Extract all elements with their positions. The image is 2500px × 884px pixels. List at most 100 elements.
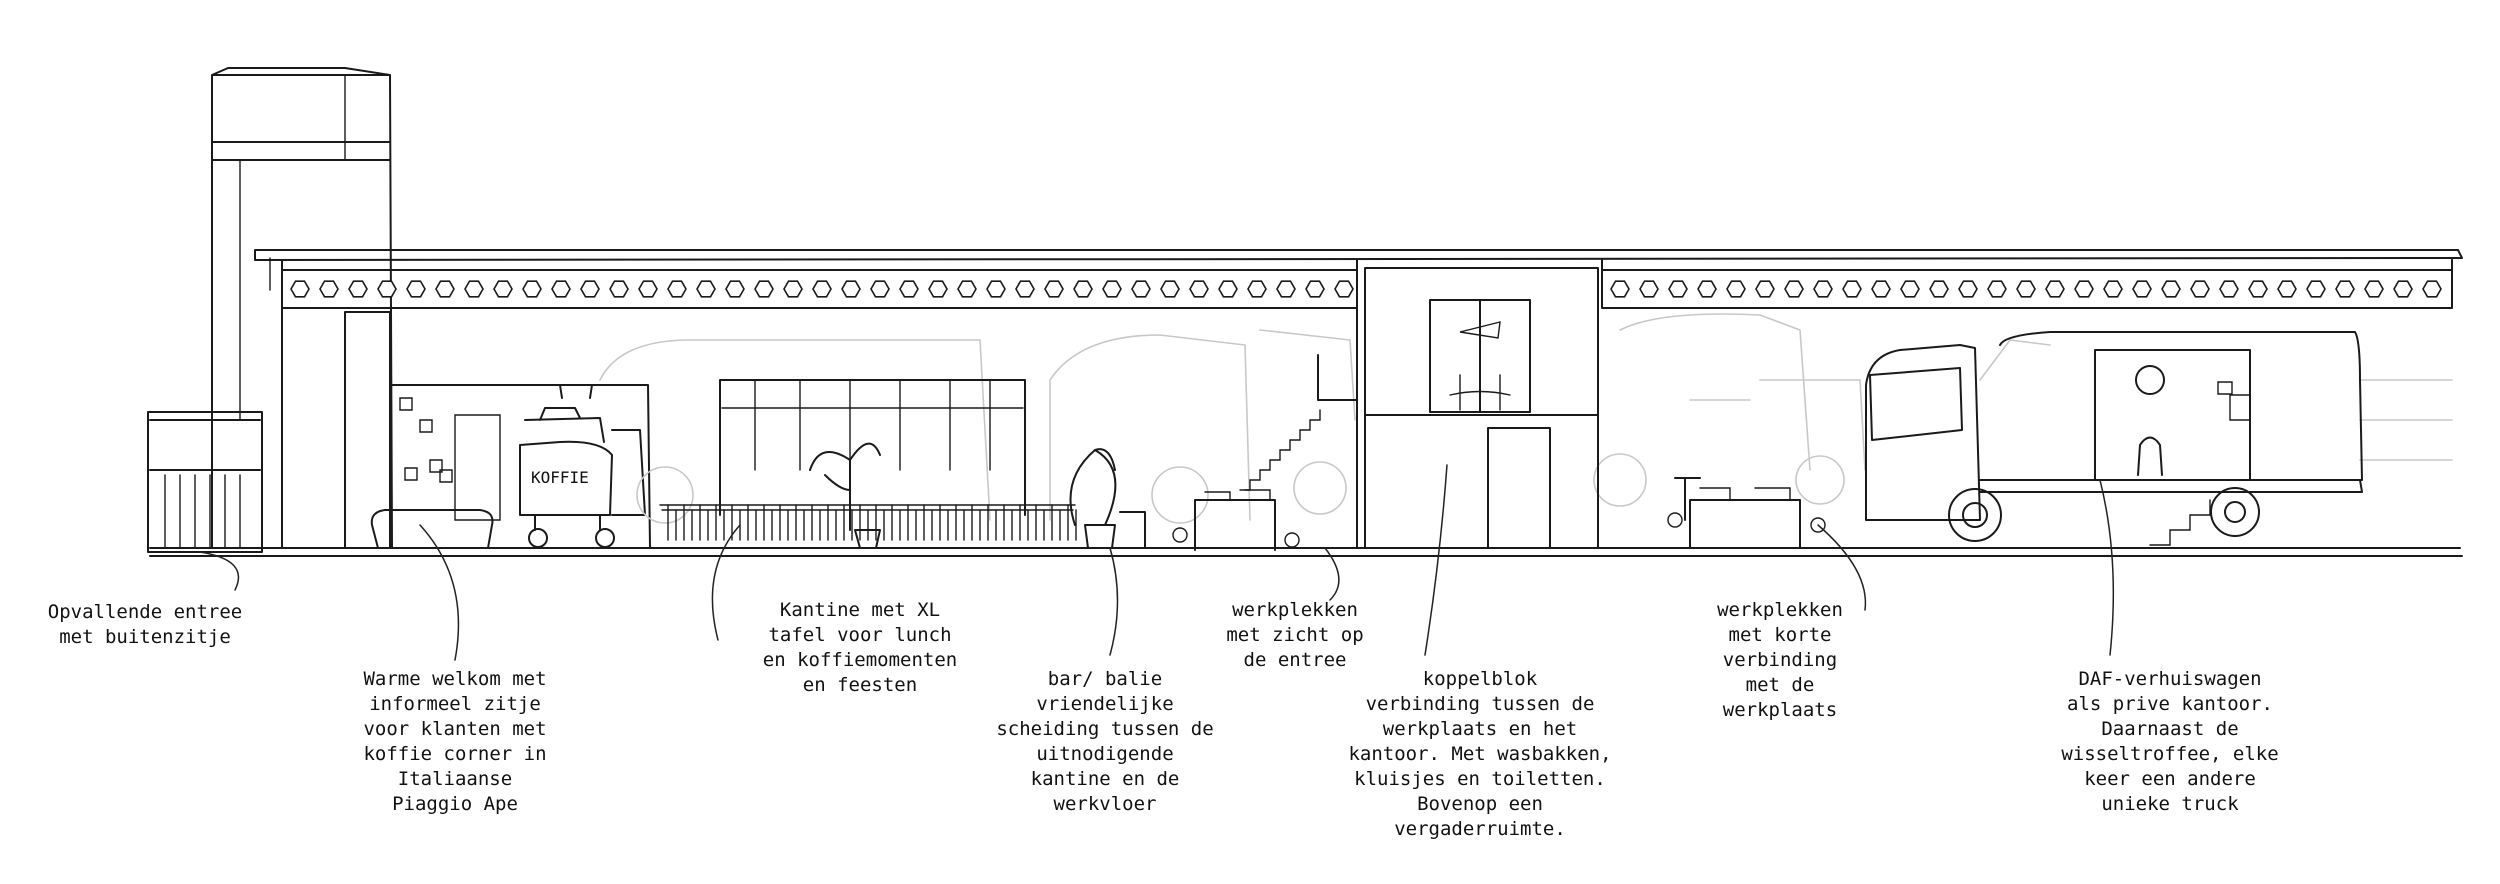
truss-hexagon (1189, 280, 1209, 298)
truss-hexagon (1871, 280, 1891, 298)
canteen-chair (843, 504, 853, 541)
roof-truss (290, 280, 2442, 298)
annotation-leader-lines (199, 464, 2115, 661)
truss-hexagon (957, 280, 977, 298)
canteen-chair (763, 504, 773, 541)
annotation-bar: bar/ balie vriendelijke scheiding tussen… (996, 668, 1214, 815)
annotation-daf: DAF-verhuiswagen als prive kantoor. Daar… (2061, 668, 2279, 815)
canteen-chair (715, 504, 725, 541)
truss-hexagon (725, 280, 745, 298)
annotation-koppelblok: koppelblok verbinding tussen de werkplaa… (1348, 668, 1612, 840)
canteen-chair (955, 504, 965, 541)
truss-hexagon (1726, 280, 1746, 298)
truss-hexagon (406, 280, 426, 298)
workstations-workshop (1667, 477, 1826, 549)
canteen-chair (827, 504, 837, 541)
truss-hexagon (986, 280, 1006, 298)
truss-hexagon (464, 280, 484, 298)
connection-block (1364, 267, 1599, 549)
truss-hexagon (1073, 280, 1093, 298)
truss-hexagon (522, 280, 542, 298)
welcome-zone: KOFFIE (370, 384, 651, 549)
canteen-chair (987, 504, 997, 541)
truss-hexagon (2219, 280, 2239, 298)
truss-hexagon (841, 280, 861, 298)
truss-hexagon (348, 280, 368, 298)
truss-hexagon (2248, 280, 2268, 298)
truss-hexagon (319, 280, 339, 298)
canteen-chair (779, 504, 789, 541)
truss-hexagon (2132, 280, 2152, 298)
truss-hexagon (638, 280, 658, 298)
truss-hexagon (1842, 280, 1862, 298)
truss-hexagon (1160, 280, 1180, 298)
truss-hexagon (1958, 280, 1978, 298)
truss-hexagon (754, 280, 774, 298)
truss-hexagon (2161, 280, 2181, 298)
truss-hexagon (2016, 280, 2036, 298)
truss-hexagon (551, 280, 571, 298)
truss-hexagon (1102, 280, 1122, 298)
canteen-chair (1003, 504, 1013, 541)
truss-hexagon (1218, 280, 1238, 298)
floor (149, 259, 2463, 557)
canteen-chair (907, 504, 917, 541)
truss-hexagon (870, 280, 890, 298)
canteen-chair (811, 504, 821, 541)
truss-hexagon (1610, 280, 1630, 298)
canteen-chair (699, 504, 709, 541)
truss-hexagon (1015, 280, 1035, 298)
truss-hexagon (435, 280, 455, 298)
truss-hexagon (667, 280, 687, 298)
truss-hexagon (2045, 280, 2065, 298)
truss-hexagon (1044, 280, 1064, 298)
truss-hexagon (2335, 280, 2355, 298)
truss-hexagon (2103, 280, 2123, 298)
annotation-entree: Opvallende entree met buitenzitje (47, 601, 243, 648)
canteen-chair (747, 504, 757, 541)
truss-hexagon (493, 280, 513, 298)
truss-hexagon (1697, 280, 1717, 298)
truss-hexagon (2306, 280, 2326, 298)
truss-hexagon (580, 280, 600, 298)
truss-hexagon (928, 280, 948, 298)
mezzanine-stairs (1239, 354, 1358, 491)
entrance-seating (147, 311, 391, 553)
truss-hexagon (1639, 280, 1659, 298)
canteen-chair (1051, 504, 1061, 541)
canteen-chair (1019, 504, 1029, 541)
canteen-chair (891, 504, 901, 541)
truss-hexagon (1929, 280, 1949, 298)
canteen-chair (875, 504, 885, 541)
truss-hexagon (696, 280, 716, 298)
truss-hexagon (1900, 280, 1920, 298)
truss-hexagon (1987, 280, 2007, 298)
truss-hexagon (290, 280, 310, 298)
truss-hexagon (2364, 280, 2384, 298)
canteen-chair (939, 504, 949, 541)
truss-hexagon (1668, 280, 1688, 298)
annotation-kantine: Kantine met XL tafel voor lunch en koffi… (762, 599, 958, 696)
bar-counter (1069, 448, 1146, 549)
koffie-sign: KOFFIE (531, 468, 589, 487)
entrance-tower (211, 67, 393, 549)
daf-truck (1865, 331, 2363, 546)
truss-hexagon (609, 280, 629, 298)
canteen-chair (923, 504, 933, 541)
truss-hexagon (783, 280, 803, 298)
annotation-werkplekken-entree: werkplekken met zicht op de entree (1226, 599, 1364, 671)
truss-hexagon (2277, 280, 2297, 298)
annotation-werkplekken-werkplaats: werkplekken met korte verbinding met de … (1717, 599, 1843, 721)
canteen-chair (1035, 504, 1045, 541)
truss-hexagon (1813, 280, 1833, 298)
roof (254, 249, 2463, 549)
canteen-chair (795, 504, 805, 541)
background-trucks (599, 313, 2453, 524)
canteen-chair (667, 504, 677, 541)
truss-hexagon (2190, 280, 2210, 298)
truss-hexagon (1755, 280, 1775, 298)
truss-hexagon (2393, 280, 2413, 298)
truss-hexagon (1334, 280, 1354, 298)
truss-hexagon (1784, 280, 1804, 298)
